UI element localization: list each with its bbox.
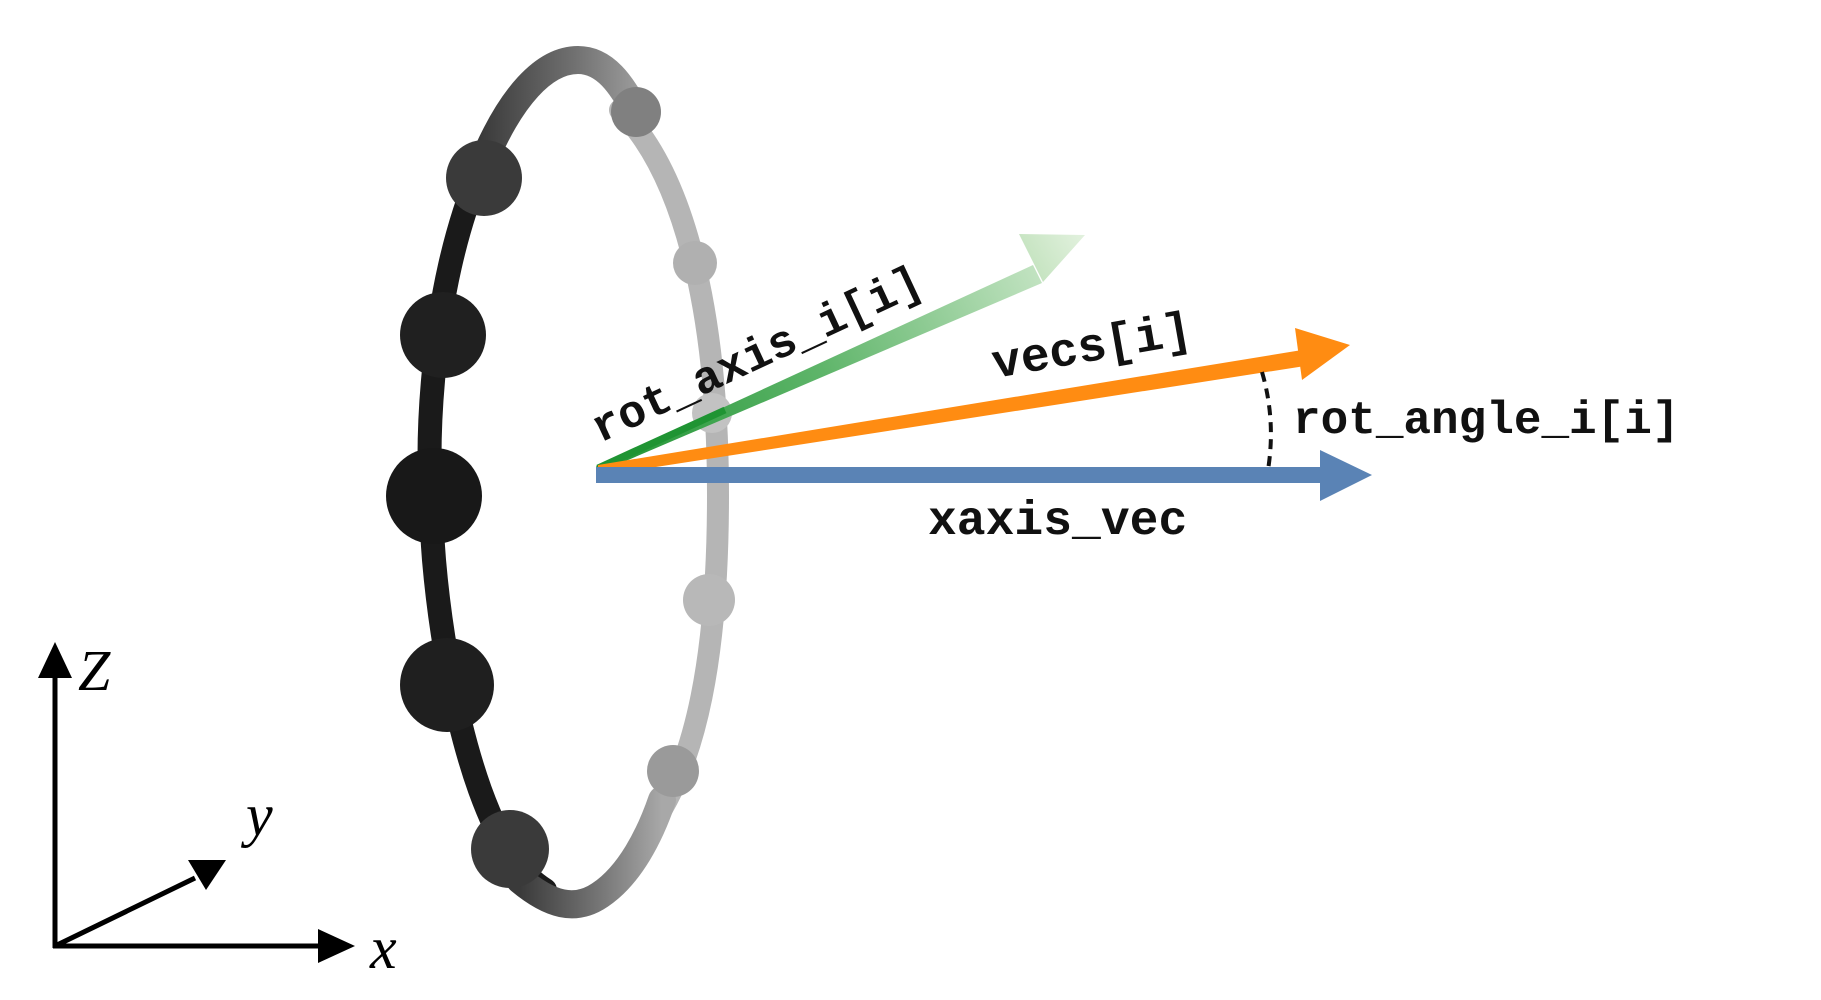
- y-axis-arrowhead: [188, 860, 226, 890]
- rot-angle-label: rot_angle_i[i]: [1293, 395, 1679, 447]
- xaxis-vec-arrow: [596, 450, 1372, 501]
- x-axis-arrowhead: [318, 929, 355, 963]
- y-axis-line: [53, 875, 197, 949]
- vecs-arrow: [598, 328, 1350, 476]
- bead-front-5: [471, 810, 549, 888]
- z-axis-label: Z: [78, 638, 111, 703]
- bead-front-3: [386, 448, 482, 544]
- xaxis-vec-label: xaxis_vec: [928, 495, 1187, 549]
- bead-front-2: [400, 292, 486, 378]
- bead-back-4: [683, 574, 735, 626]
- bead-front-1: [446, 140, 522, 216]
- z-axis-arrowhead: [38, 642, 72, 678]
- ring-back-half: [609, 99, 730, 831]
- rot-angle-arc: [1260, 371, 1273, 471]
- bead-back-2: [673, 241, 717, 285]
- front-beads: [386, 140, 549, 888]
- bead-back-5: [647, 745, 699, 797]
- x-axis-label: x: [369, 915, 397, 981]
- bead-back-1: [611, 87, 661, 137]
- bead-front-4: [400, 638, 494, 732]
- rot-axis-arrow: [596, 234, 1085, 472]
- y-axis-label: y: [240, 782, 273, 848]
- coordinate-axes: Z y x: [38, 638, 397, 981]
